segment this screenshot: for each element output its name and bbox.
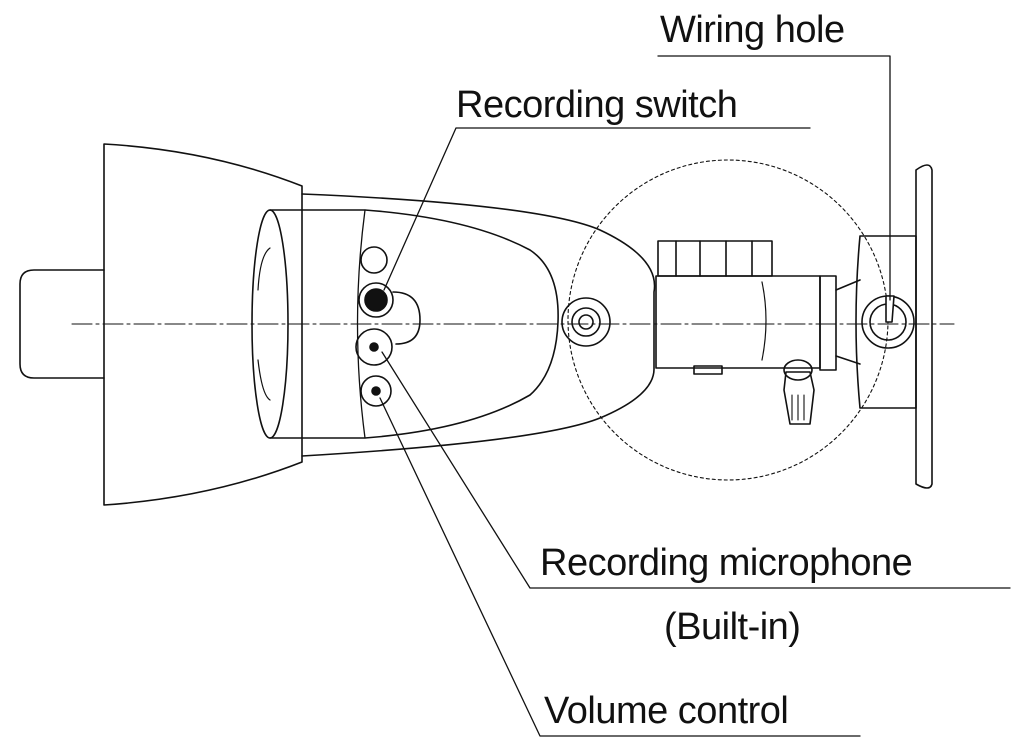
- leader-recording-microphone: [381, 351, 1011, 589]
- body-screw-outer: [561, 297, 611, 347]
- label-built-in: (Built-in): [664, 606, 801, 648]
- lens-hood: [103, 143, 303, 506]
- recording-switch-knob: [364, 288, 388, 312]
- bracket-curve: [761, 281, 767, 361]
- mount-plate: [915, 164, 933, 489]
- front-sleeve: [269, 209, 559, 439]
- label-recording-microphone: Recording microphone: [540, 542, 913, 584]
- switch-guard: [392, 291, 421, 345]
- top-port: [360, 246, 388, 274]
- label-volume-control: Volume control: [544, 690, 789, 732]
- leader-volume-control: [379, 397, 861, 737]
- main-body: [301, 193, 656, 457]
- recording-switch-ring: [358, 282, 394, 318]
- recording-microphone: [355, 328, 393, 366]
- rear-cap: [19, 269, 105, 379]
- body-screw-inner: [578, 314, 594, 330]
- volume-control: [360, 375, 392, 407]
- bracket-tab: [693, 365, 723, 375]
- bracket-arm: [655, 275, 821, 369]
- leader-wiring-hole: [657, 55, 891, 301]
- nut-lines: [675, 240, 753, 277]
- label-wiring-hole: Wiring hole: [660, 9, 845, 51]
- leader-recording-switch: [383, 127, 811, 291]
- screw-head: [783, 359, 813, 381]
- bracket-neck: [835, 279, 861, 365]
- volume-dot: [371, 386, 381, 396]
- hanging-screw: [783, 371, 815, 425]
- body-screw-mid: [571, 307, 601, 337]
- screw-lines: [791, 394, 805, 421]
- mount-base: [855, 235, 917, 409]
- wiring-slot: [885, 295, 895, 323]
- label-recording-switch: Recording switch: [456, 84, 738, 126]
- swivel-range: [567, 159, 889, 481]
- bracket-collar: [819, 275, 837, 371]
- bracket-nut: [657, 240, 773, 277]
- front-glass-curve: [257, 247, 271, 401]
- microphone-dot: [369, 342, 379, 352]
